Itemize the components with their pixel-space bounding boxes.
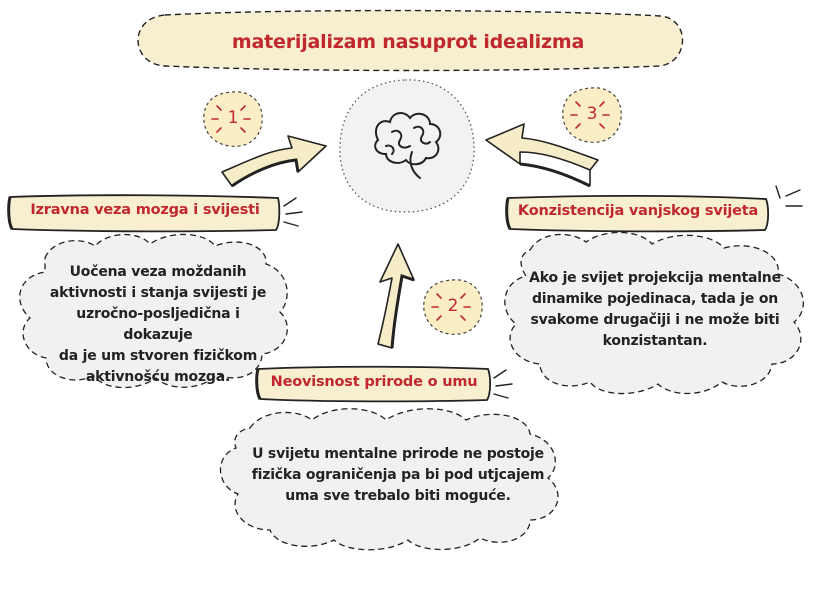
cloud-3-line: Ako je svijet projekcija mentalne	[529, 270, 781, 286]
arrow-1	[221, 135, 327, 188]
center-circle	[339, 79, 475, 213]
badge-1-number: 1	[227, 108, 239, 128]
page-title: materijalizam nasuprot idealizma	[231, 31, 585, 53]
arrow-2	[377, 243, 415, 349]
label-1: Izravna veza mozga i svijesti	[30, 202, 260, 218]
cloud-1-text: Uočena veza moždanih aktivnosti i stanja…	[40, 262, 276, 388]
cloud-1-line: da je um stvoren fizičkom	[58, 348, 258, 364]
sparkle-marks	[283, 185, 803, 399]
brain-icon	[374, 112, 442, 179]
title-banner	[137, 9, 684, 72]
cloud-2-line: fizička ograničenja pa bi pod utjcajem	[251, 467, 545, 483]
arrow-3	[485, 123, 599, 188]
label-2: Neovisnost prirode o umu	[270, 374, 478, 390]
cloud-3-line: dinamike pojedinaca, tada je on	[531, 291, 779, 307]
badge-2-number: 2	[447, 296, 459, 316]
badge-1	[203, 91, 263, 147]
cloud-1	[19, 233, 288, 389]
cloud-3-line: konzistantan.	[602, 333, 708, 349]
badge-2	[423, 279, 483, 335]
label-3: Konzistencija vanjskog svijeta	[517, 203, 759, 219]
cloud-3	[504, 231, 804, 395]
cloud-1-line: uzročno-posljedična i dokazuje	[76, 306, 240, 343]
cloud-1-line: Uočena veza moždanih	[69, 264, 247, 280]
cloud-2-text: U svijetu mentalne prirode ne postoje fi…	[240, 444, 556, 507]
badge-3-number: 3	[586, 104, 598, 124]
badge-3	[562, 87, 622, 143]
cloud-1-line: aktivnosti i stanja svijesti je	[49, 285, 267, 301]
cloud-1-line: aktivnošću mozga.	[85, 369, 231, 385]
cloud-2	[219, 408, 559, 551]
cloud-3-text: Ako je svijet projekcija mentalne dinami…	[520, 268, 790, 352]
cloud-2-line: uma sve trebalo biti moguće.	[285, 488, 511, 504]
cloud-2-line: U svijetu mentalne prirode ne postoje	[252, 446, 544, 462]
cloud-3-line: svakome drugačiji i ne može biti	[530, 312, 780, 328]
